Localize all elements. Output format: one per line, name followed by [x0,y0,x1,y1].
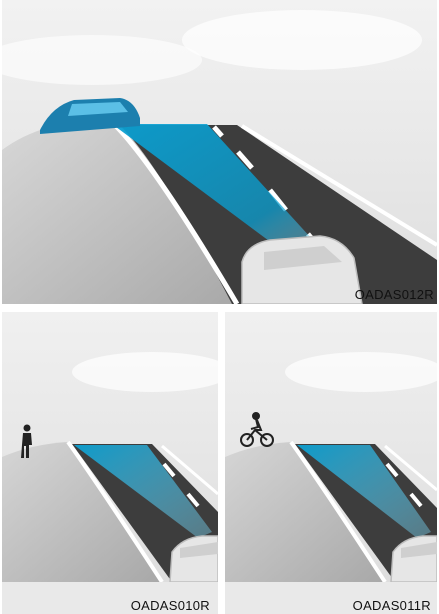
crest-road-illustration [2,312,218,614]
crest-road-illustration [225,312,437,614]
illustration-panel-pedestrian: OADAS010R [2,312,218,614]
figure-code-label: OADAS011R [353,598,431,613]
figure-code-label: OADAS010R [131,598,210,613]
figure-code-label: OADAS012R [355,287,434,302]
vehicle-ahead-icon [242,236,362,304]
illustration-panel-vehicle: OADAS012R [2,0,437,304]
crest-road-illustration [2,0,437,304]
illustration-panel-cyclist: OADAS011R [225,312,437,614]
